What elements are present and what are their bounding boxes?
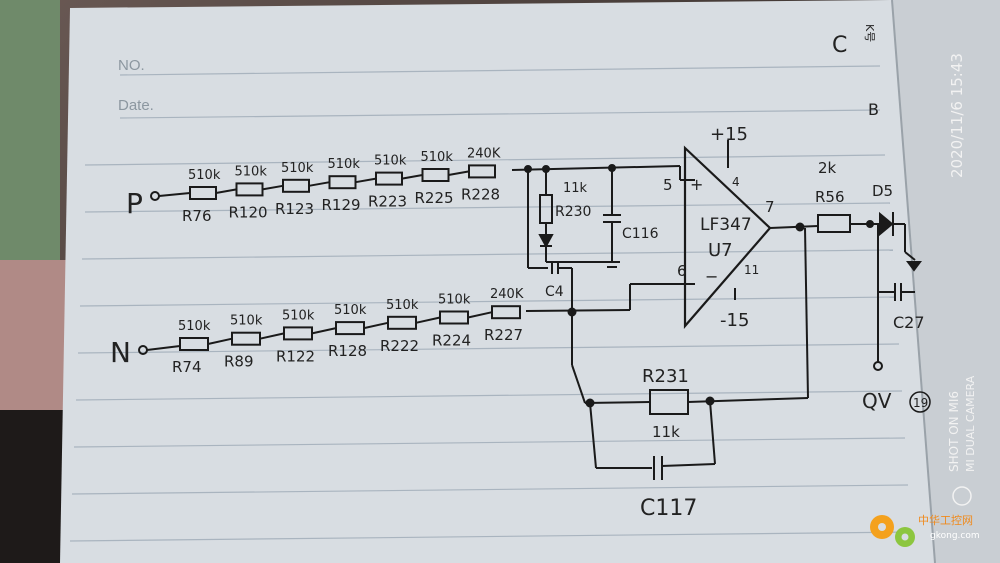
d5-node: [866, 220, 874, 228]
p-value-r76: 510k: [188, 168, 221, 183]
r56-ref: R56: [815, 188, 845, 206]
qv-output-terminal: [873, 361, 883, 371]
corner-c-mark: C: [832, 33, 847, 58]
p-ref-r223: R223: [368, 193, 407, 211]
ruled-lines: [69, 65, 913, 542]
r231-ref: R231: [642, 366, 689, 387]
pin-4-number: 4: [732, 175, 740, 189]
n-value-r224: 510k: [438, 293, 471, 308]
green-book: [0, 0, 60, 260]
pink-cloth: [0, 260, 70, 410]
n-ref-r222: R222: [380, 337, 419, 355]
pin-11-number: 11: [744, 263, 759, 277]
p-ref-r120: R120: [229, 203, 268, 221]
n-value-r222: 510k: [386, 298, 419, 313]
pin-minus-sign: −: [705, 267, 718, 286]
pin-plus-sign: +: [690, 175, 703, 194]
p-value-r228: 240K: [467, 146, 501, 161]
n-ref-r227: R227: [484, 326, 523, 344]
n-value-r128: 510k: [334, 303, 367, 318]
opamp-ref: U7: [708, 240, 733, 261]
p-ref-r76: R76: [182, 207, 212, 225]
qv-output-number: 19: [913, 396, 928, 410]
p-resistor-chain: [189, 164, 496, 200]
camera-timestamp: 2020/11/6 15:43: [948, 53, 966, 178]
dark-table: [0, 410, 70, 563]
n-value-r122: 510k: [282, 308, 315, 323]
watermark-site-url: gkong.com: [930, 531, 980, 541]
p-resistor-r228: [468, 164, 496, 179]
gkong-watermark: 中华工控网 gkong.com: [870, 513, 980, 547]
corner-c-sub: K号: [863, 24, 876, 42]
next-page: [892, 0, 1000, 563]
n-resistor-chain: [179, 305, 521, 351]
n-value-r89: 510k: [230, 314, 263, 329]
out-node: [795, 222, 805, 232]
clamp-diode-1: [538, 234, 554, 249]
n-resistor-r227: [491, 305, 521, 320]
p-ref-r225: R225: [415, 189, 454, 207]
pin-plus-number: 5: [663, 176, 673, 194]
p-ref-r129: R129: [322, 196, 361, 214]
opamp-neg-supply: -15: [720, 310, 749, 331]
d5-diode: [879, 211, 894, 237]
page-fold: [891, 0, 936, 563]
r56-value: 2k: [818, 159, 837, 177]
p-input-label: P: [126, 187, 143, 220]
opamp-pos-supply: +15: [710, 124, 748, 145]
corner-b-mark: B: [868, 100, 879, 119]
date-label: Date.: [118, 97, 154, 114]
n-input-label: N: [110, 336, 131, 369]
p-ref-r228: R228: [461, 185, 500, 203]
p-value-r129: 510k: [328, 157, 361, 172]
r230-ref: R230: [555, 204, 591, 220]
d5-ground: [906, 261, 922, 272]
r230-value: 11k: [563, 181, 588, 196]
notebook-page: [60, 0, 935, 563]
r231-value: 11k: [652, 423, 680, 441]
n-ref-r122: R122: [276, 347, 315, 365]
p-value-r120: 510k: [235, 164, 268, 179]
camera-model: MI DUAL CAMERA: [964, 375, 977, 472]
qv-number-circle: [909, 391, 931, 413]
opamp-lf347: [683, 145, 772, 329]
p-value-r223: 510k: [374, 154, 407, 169]
p-value-r123: 510k: [281, 161, 314, 176]
no-label: NO.: [118, 57, 145, 74]
opamp-part: LF347: [700, 215, 752, 235]
c116-label: C116: [622, 226, 659, 242]
d5-label: D5: [872, 182, 893, 200]
watermark-site-cn: 中华工控网: [918, 513, 973, 527]
schematic-labels: P N 510kR76510kR120510kR123510kR129510kR…: [110, 124, 931, 521]
c27-label: C27: [893, 313, 925, 332]
p-value-r225: 510k: [421, 150, 454, 165]
p-ref-r123: R123: [275, 200, 314, 218]
qv-output-label: QV: [862, 389, 892, 413]
c117-label: C117: [640, 496, 697, 521]
camera-shot-on: SHOT ON MI6: [947, 391, 961, 472]
pin-minus-number: 6: [677, 262, 687, 280]
c4-label: C4: [545, 284, 564, 300]
n-value-r74: 510k: [178, 319, 211, 334]
pin-out-number: 7: [765, 198, 775, 216]
n-ref-r89: R89: [224, 353, 254, 371]
n-ref-r128: R128: [328, 342, 367, 360]
schematic: [138, 140, 922, 480]
camera-shutter-icon: [952, 486, 972, 506]
n-ref-r224: R224: [432, 332, 471, 350]
n-ref-r74: R74: [172, 358, 202, 376]
n-value-r227: 240K: [490, 287, 524, 302]
